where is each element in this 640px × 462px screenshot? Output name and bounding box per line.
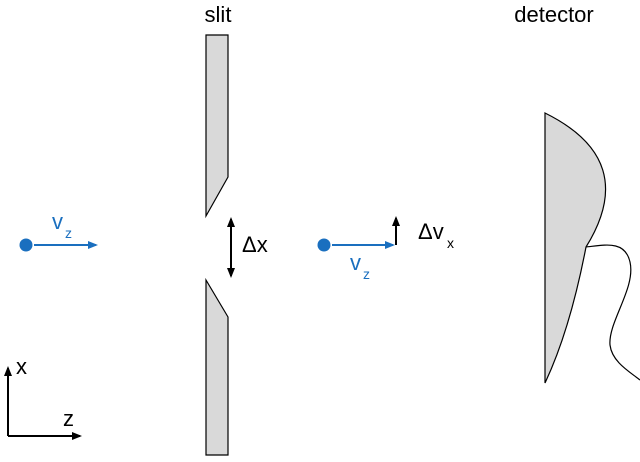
incoming-velocity-label: v	[52, 209, 63, 234]
incoming-velocity-subscript: z	[65, 225, 72, 241]
slit-label: slit	[205, 2, 232, 27]
outgoing-particle	[317, 238, 331, 252]
delta-v-label: Δv	[418, 219, 444, 244]
outgoing-velocity-label: v	[350, 250, 361, 275]
outgoing-velocity-subscript: z	[363, 266, 370, 282]
slit-upper-plate	[205, 34, 229, 219]
delta-x-label: Δx	[242, 232, 268, 257]
slit-lower-plate	[205, 277, 229, 456]
delta-v-subscript: x	[447, 235, 454, 251]
z-axis-label: z	[63, 406, 74, 431]
detector-screen	[544, 112, 607, 384]
detector-cable	[585, 244, 640, 381]
detector-label: detector	[514, 2, 594, 27]
incoming-particle	[19, 238, 33, 252]
x-axis-label: x	[16, 354, 27, 379]
